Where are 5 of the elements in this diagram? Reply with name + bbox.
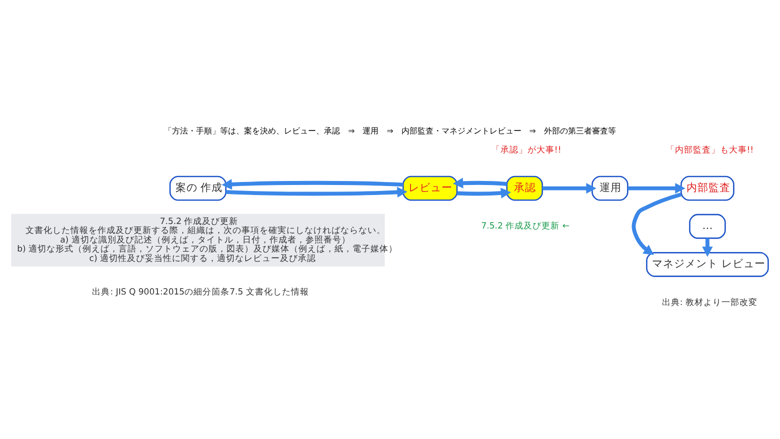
label: 出典: JIS Q 9001:2015の細分箇条7.5 文書化した情報 xyxy=(92,287,309,298)
label: 「内部監査」も大事!! xyxy=(666,145,754,156)
label: 「承認」が大事!! xyxy=(491,145,562,156)
label: 7.5.2 作成及び更新 ← xyxy=(481,222,570,232)
label: 出典: 教材より一部改変 xyxy=(662,298,758,308)
